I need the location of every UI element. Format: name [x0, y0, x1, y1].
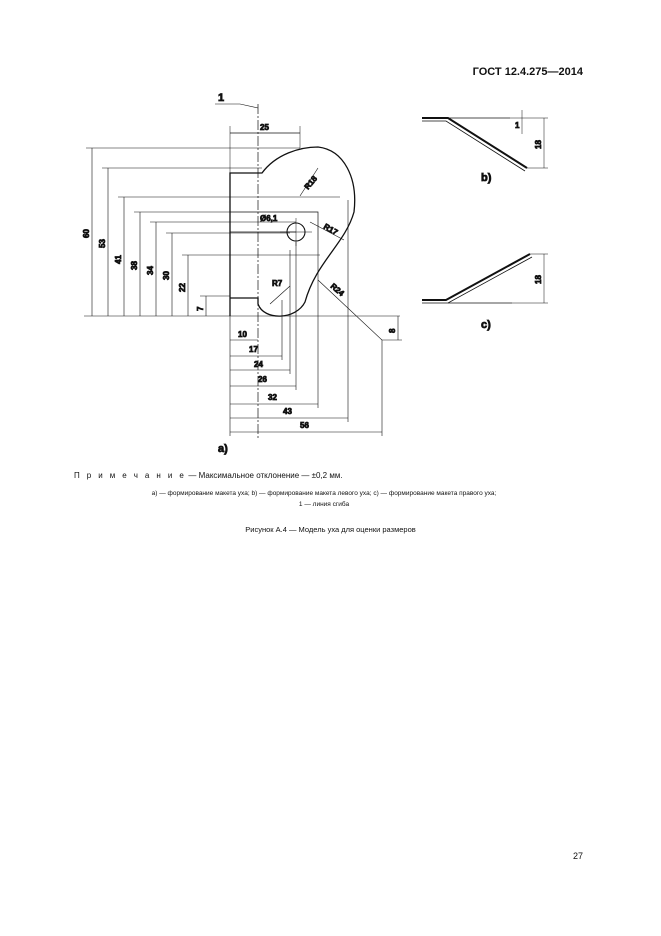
figure-caption: Рисунок А.4 — Модель уха для оценки разм… — [245, 525, 416, 534]
page-number: 27 — [572, 851, 583, 861]
legend-line-1: а) — формирование макета уха; b) — форми… — [151, 490, 497, 497]
dim-53: 53 — [98, 239, 107, 248]
dim-17: 17 — [249, 345, 258, 354]
dim-8: 8 — [388, 328, 397, 333]
note-text: — Максимальное отклонение — ±0,2 мм. — [186, 471, 343, 480]
label-c: c) — [481, 319, 491, 331]
label-a: а) — [218, 443, 228, 455]
dim-56: 56 — [300, 421, 309, 430]
label-b: b) — [481, 172, 492, 184]
view-c — [422, 253, 548, 304]
side-b-small: 1 — [515, 121, 520, 130]
dim-34: 34 — [146, 266, 155, 275]
view-b — [422, 110, 548, 172]
dim-24: 24 — [254, 360, 263, 369]
dim-38: 38 — [130, 261, 139, 270]
ear-outline — [229, 146, 356, 317]
hole-diameter: Ø6,1 — [260, 214, 278, 223]
dim-60: 60 — [82, 229, 91, 238]
dim-10: 10 — [238, 330, 247, 339]
dim-41: 41 — [114, 255, 123, 264]
radius-18: R18 — [303, 174, 320, 191]
dim-22: 22 — [178, 283, 187, 292]
dim-43: 43 — [283, 407, 292, 416]
radius-7: R7 — [272, 279, 283, 288]
dim-7: 7 — [196, 306, 205, 311]
note: П р и м е ч а н и е — Максимальное откло… — [74, 471, 343, 480]
dim-26: 26 — [258, 375, 267, 384]
dim-32: 32 — [268, 393, 277, 402]
side-c-height: 18 — [534, 275, 543, 284]
note-prefix: П р и м е ч а н и е — [74, 471, 187, 480]
dim-30: 30 — [162, 271, 171, 280]
ear-model-drawing: 1 а) b) c) 25 10 17 24 26 32 43 56 60 53… — [82, 92, 548, 455]
standard-header: ГОСТ 12.4.275—2014 — [472, 66, 583, 78]
radius-24: R24 — [329, 282, 346, 299]
legend-line-2: 1 — линия сгиба — [298, 501, 350, 508]
dim-25: 25 — [260, 123, 269, 132]
side-b-height: 18 — [534, 140, 543, 149]
fold-label: 1 — [218, 92, 224, 104]
radius-17: R17 — [322, 222, 340, 237]
